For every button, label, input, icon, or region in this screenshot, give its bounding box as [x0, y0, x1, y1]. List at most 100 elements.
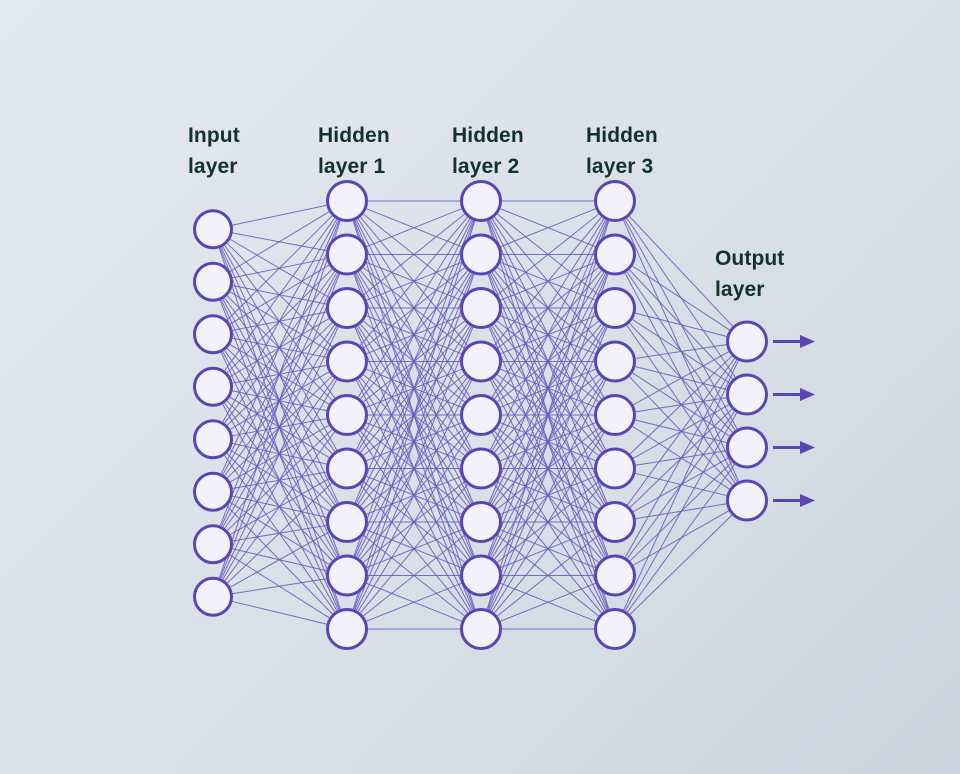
connection-hidden1-8-to-hidden2-1: [353, 274, 475, 610]
connection-input-2-to-hidden1-0: [226, 215, 333, 321]
connection-hidden3-8-to-output-2: [626, 464, 736, 613]
connection-hidden1-1-to-hidden2-0: [366, 208, 462, 248]
output-arrow-head-2: [800, 388, 815, 401]
connection-hidden1-6-to-hidden2-0: [354, 220, 474, 503]
connection-hidden2-6-to-hidden3-0: [488, 220, 608, 503]
node-hidden3-9[interactable]: [594, 608, 636, 650]
node-hidden2-8[interactable]: [460, 554, 502, 597]
connection-hidden1-8-to-hidden2-5: [360, 484, 468, 614]
connection-input-7-to-hidden1-0: [218, 220, 341, 578]
connection-hidden1-8-to-hidden2-2: [354, 327, 474, 610]
node-hidden3-1[interactable]: [594, 180, 636, 222]
node-input-1[interactable]: [193, 209, 233, 250]
node-hidden2-3[interactable]: [460, 287, 502, 329]
connection-input-7-to-hidden1-2: [220, 326, 339, 579]
connection-hidden2-8-to-hidden3-2: [488, 327, 608, 610]
connection-input-3-to-hidden1-0: [224, 217, 336, 371]
node-hidden2-9[interactable]: [460, 608, 502, 650]
node-hidden1-2[interactable]: [326, 233, 368, 276]
node-input-6[interactable]: [193, 471, 233, 512]
connection-input-7-to-hidden1-6: [230, 531, 329, 588]
node-hidden1-5[interactable]: [326, 394, 368, 436]
node-input-4[interactable]: [193, 366, 233, 407]
node-hidden3-2[interactable]: [594, 233, 636, 276]
connection-hidden1-8-to-hidden2-3: [355, 380, 473, 611]
connection-hidden1-8-to-hidden2-4: [357, 432, 471, 612]
node-hidden1-3[interactable]: [326, 287, 368, 329]
node-hidden2-4[interactable]: [460, 340, 502, 383]
node-hidden2-5[interactable]: [460, 394, 502, 436]
node-input-7[interactable]: [193, 524, 233, 565]
output-arrow-head-3: [800, 441, 815, 454]
node-hidden1-8[interactable]: [326, 554, 368, 597]
connection-hidden2-3-to-hidden3-0: [494, 216, 602, 346]
connection-hidden3-6-to-output-0: [626, 358, 736, 506]
connection-hidden2-4-to-hidden3-0: [491, 218, 605, 398]
connection-input-7-to-hidden1-3: [222, 379, 338, 580]
node-hidden2-2[interactable]: [460, 233, 502, 276]
node-hidden2-1[interactable]: [460, 180, 502, 222]
connection-hidden2-8-to-hidden3-7: [500, 582, 596, 622]
connection-hidden2-8-to-hidden3-6: [497, 534, 599, 617]
connection-input-1-to-hidden1-0: [229, 211, 330, 272]
node-hidden3-4[interactable]: [594, 340, 636, 383]
nodes-group: [193, 180, 768, 650]
node-output-4[interactable]: [726, 479, 768, 522]
connections-group: [218, 200, 739, 630]
output-arrow-head-4: [800, 494, 815, 507]
connection-hidden2-5-to-hidden3-0: [489, 219, 607, 450]
output-layer-label: Output layer: [715, 247, 785, 301]
connection-hidden1-8-to-hidden2-7: [366, 582, 462, 622]
connection-input-7-to-hidden1-1: [219, 273, 340, 579]
connection-input-5-to-hidden1-0: [220, 219, 339, 474]
hidden-layer-2-label: Hidden layer 2: [452, 124, 524, 178]
connection-hidden2-8-to-hidden3-1: [487, 274, 609, 610]
connection-hidden2-8-to-hidden3-3: [489, 380, 607, 611]
connection-input-0-to-hidden1-0: [232, 204, 327, 226]
connection-hidden2-8-to-hidden3-0: [486, 220, 610, 610]
hidden-layer-1-label: Hidden layer 1: [318, 124, 390, 178]
connection-input-7-to-hidden1-4: [224, 431, 335, 581]
connection-hidden2-8-to-hidden3-5: [494, 484, 602, 614]
connection-hidden3-3-to-output-0: [635, 344, 727, 359]
node-hidden1-1[interactable]: [326, 180, 368, 222]
node-hidden2-6[interactable]: [460, 447, 502, 490]
connection-hidden2-7-to-hidden3-0: [487, 220, 609, 556]
node-output-1[interactable]: [726, 320, 768, 363]
connection-hidden1-5-to-hidden2-0: [355, 219, 473, 450]
node-input-8[interactable]: [193, 576, 233, 617]
connection-hidden1-8-to-hidden2-0: [352, 220, 476, 610]
connection-hidden1-2-to-hidden2-0: [363, 213, 465, 296]
node-hidden3-3[interactable]: [594, 287, 636, 329]
connection-hidden2-8-to-hidden3-4: [491, 432, 605, 612]
node-input-3[interactable]: [193, 314, 233, 355]
connection-hidden1-4-to-hidden2-0: [357, 218, 471, 398]
input-layer-label: Input layer: [188, 124, 240, 178]
connection-hidden1-8-to-hidden2-6: [363, 534, 465, 617]
node-hidden1-7[interactable]: [326, 501, 368, 543]
connection-input-7-to-hidden1-5: [227, 482, 333, 584]
connection-input-4-to-hidden1-0: [222, 219, 338, 423]
node-hidden3-6[interactable]: [594, 447, 636, 490]
connection-hidden3-5-to-output-0: [629, 355, 733, 455]
connection-hidden1-3-to-hidden2-0: [360, 216, 468, 346]
node-hidden1-4[interactable]: [326, 340, 368, 383]
node-hidden2-7[interactable]: [460, 501, 502, 543]
node-hidden3-8[interactable]: [594, 554, 636, 597]
output-arrow-head-1: [800, 335, 815, 348]
connection-hidden2-2-to-hidden3-0: [497, 213, 599, 296]
node-output-3[interactable]: [726, 426, 768, 469]
connection-hidden3-0-to-output-0: [629, 215, 733, 327]
node-input-5[interactable]: [193, 419, 233, 460]
connection-hidden2-1-to-hidden3-0: [500, 208, 596, 248]
node-hidden1-6[interactable]: [326, 447, 368, 490]
connection-input-7-to-hidden1-8: [232, 600, 327, 625]
connection-hidden3-8-to-output-0: [623, 360, 739, 611]
node-output-2[interactable]: [726, 373, 768, 416]
node-hidden3-7[interactable]: [594, 501, 636, 543]
connection-hidden3-7-to-output-0: [624, 359, 738, 558]
node-input-2[interactable]: [193, 261, 233, 302]
node-hidden1-9[interactable]: [326, 608, 368, 650]
node-hidden3-5[interactable]: [594, 394, 636, 436]
